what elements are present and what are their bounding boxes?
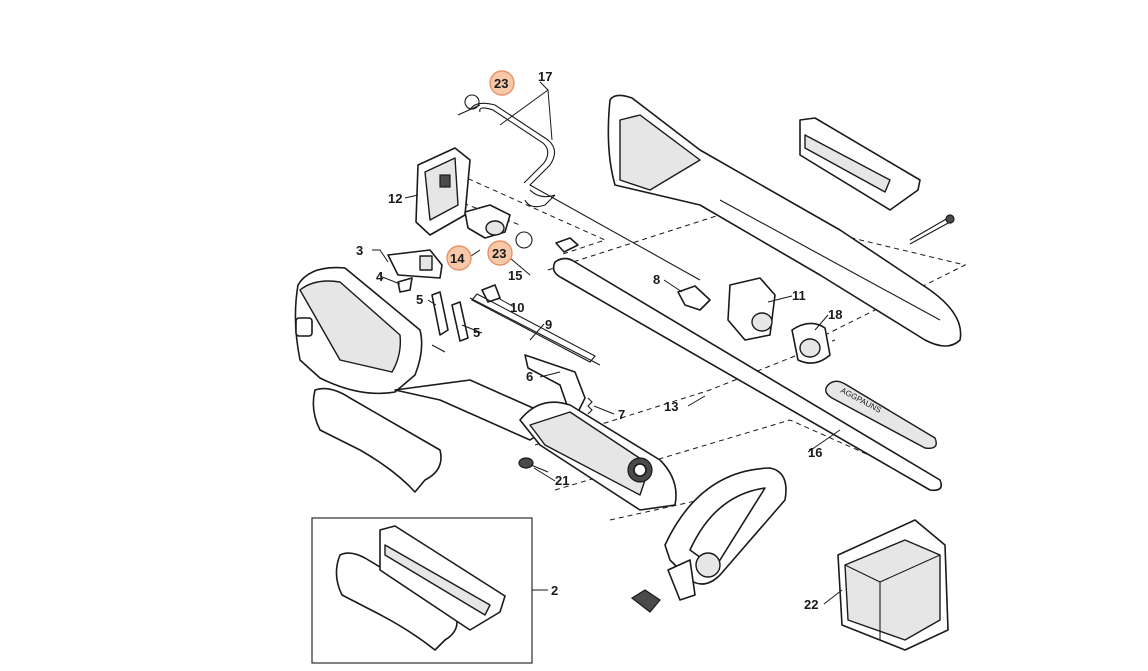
part-9-rod[interactable] — [471, 293, 596, 363]
label-6[interactable]: 6 — [526, 369, 533, 384]
highlight-23-bottom — [487, 240, 513, 266]
label-8[interactable]: 8 — [653, 272, 660, 287]
label-17[interactable]: 17 — [538, 69, 552, 84]
label-4[interactable]: 4 — [376, 269, 384, 284]
label-15[interactable]: 15 — [508, 268, 522, 283]
highlight-14 — [446, 245, 472, 271]
leader-lines — [372, 81, 843, 605]
part-8-cap[interactable] — [677, 285, 711, 311]
part-number-labels: 17 23 12 3 4 5 5 14 23 15 10 9 6 7 8 11 … — [356, 69, 842, 612]
part-3-trigger-plate[interactable] — [387, 249, 443, 279]
part-12-switch-housing[interactable] — [415, 147, 471, 236]
shaft-sleeve[interactable] — [312, 387, 442, 493]
top-right-cover[interactable] — [799, 117, 921, 211]
label-13[interactable]: 13 — [664, 399, 678, 414]
part-15-clip[interactable] — [555, 237, 579, 253]
part-4-spring-clip[interactable] — [397, 277, 413, 293]
highlight-markers — [446, 70, 515, 271]
label-21[interactable]: 21 — [555, 473, 569, 488]
part-11-coupling[interactable] — [727, 277, 776, 341]
label-22[interactable]: 22 — [804, 597, 818, 612]
upper-housing-shell[interactable] — [607, 94, 962, 347]
label-23-bottom[interactable]: 23 — [492, 246, 506, 261]
part-22-box[interactable] — [837, 519, 949, 651]
label-7[interactable]: 7 — [618, 407, 625, 422]
part-18-bushing[interactable] — [791, 322, 831, 364]
loop-handle[interactable] — [630, 467, 787, 613]
label-12[interactable]: 12 — [388, 191, 402, 206]
part-21-screw[interactable] — [518, 457, 549, 473]
label-16[interactable]: 16 — [808, 445, 822, 460]
label-2[interactable]: 2 — [551, 583, 558, 598]
part-14-connector[interactable] — [464, 204, 533, 249]
motor-housing[interactable] — [294, 266, 561, 441]
part-7-spring[interactable] — [587, 397, 593, 415]
handle-body[interactable] — [519, 401, 677, 511]
part-13-tube[interactable] — [552, 257, 943, 492]
label-11[interactable]: 11 — [792, 288, 806, 303]
label-23-top[interactable]: 23 — [494, 76, 508, 91]
label-5a[interactable]: 5 — [416, 292, 423, 307]
long-bolt[interactable] — [909, 214, 955, 245]
highlight-23-top — [489, 70, 515, 96]
label-9[interactable]: 9 — [545, 317, 552, 332]
label-14[interactable]: 14 — [450, 251, 465, 266]
part-5-lever-a[interactable] — [431, 291, 449, 336]
part-2-sleeve-set[interactable] — [335, 525, 506, 651]
label-3[interactable]: 3 — [356, 243, 363, 258]
label-10[interactable]: 10 — [510, 300, 524, 315]
part-5-lever-b[interactable] — [451, 301, 469, 342]
part-10-bracket[interactable] — [469, 284, 601, 366]
label-18[interactable]: 18 — [828, 307, 842, 322]
label-5b[interactable]: 5 — [473, 325, 480, 340]
part-17-wiring-harness[interactable] — [457, 94, 701, 281]
